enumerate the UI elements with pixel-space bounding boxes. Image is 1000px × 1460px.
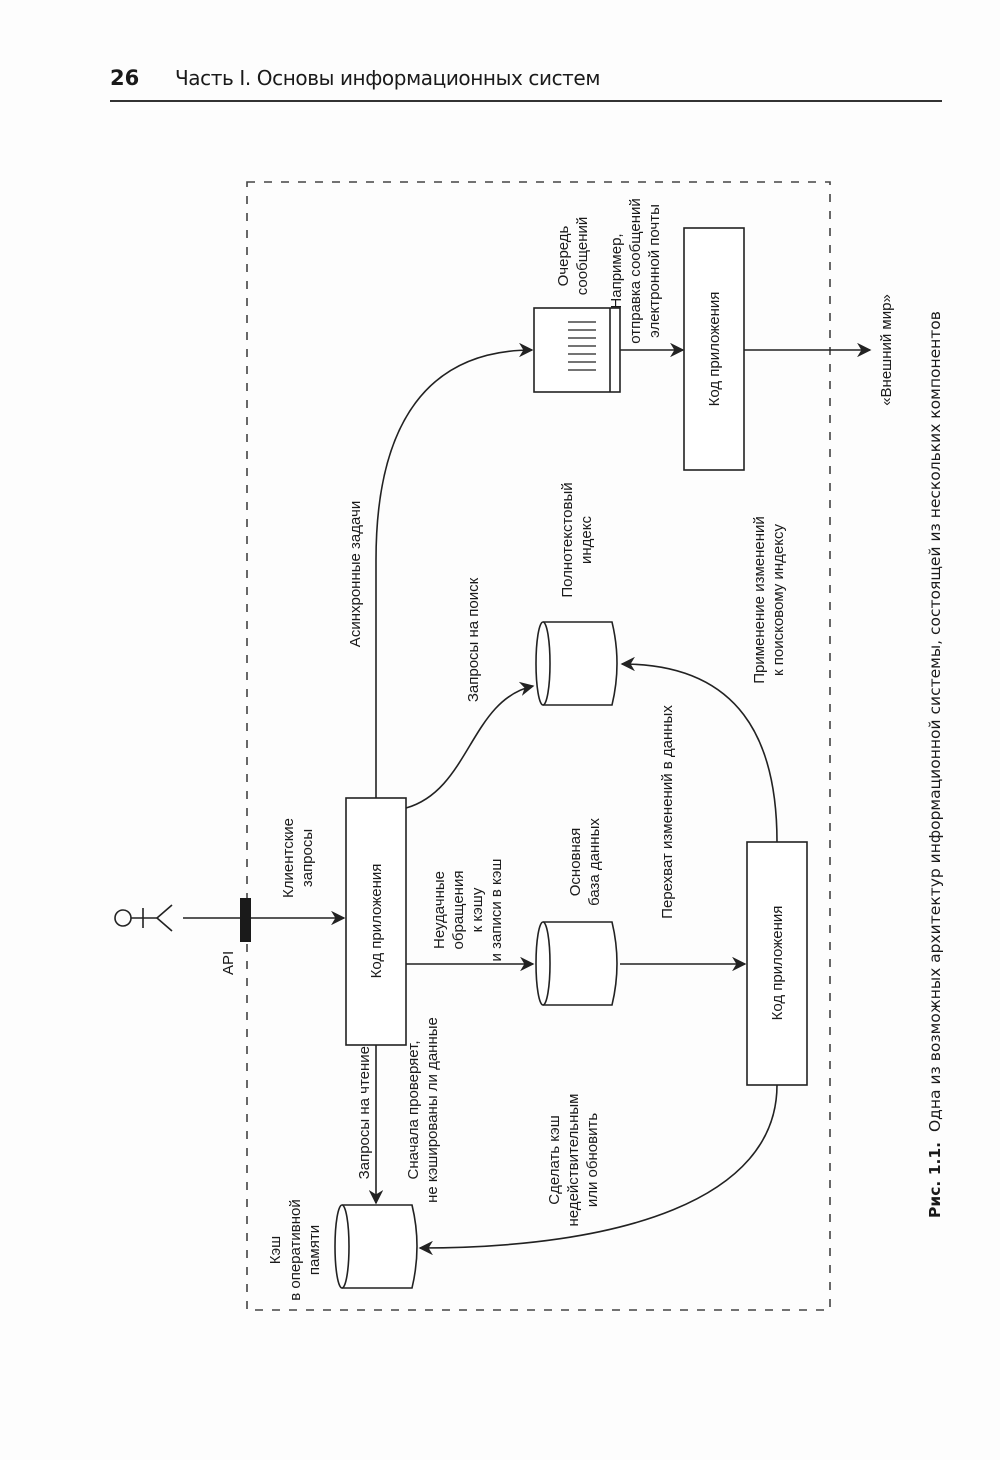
svg-text:памяти: памяти (306, 1225, 323, 1275)
api-gateway (240, 898, 251, 942)
system-boundary (246, 181, 831, 1311)
user-actor-icon (114, 904, 173, 932)
app-main-label: Код приложения (368, 864, 385, 979)
main-db-label: Основная база данных (567, 818, 603, 906)
fulltext-index-label: Полнотекстовый индекс (559, 482, 595, 597)
app-change-label: Код приложения (769, 906, 786, 1021)
svg-text:в оперативной: в оперативной (287, 1199, 304, 1301)
edge-label-capture-changes: Перехват изменений в данных (659, 705, 676, 919)
svg-text:или обновить: или обновить (584, 1113, 601, 1207)
edge-label-read-requests: Запросы на чтение (356, 1046, 373, 1179)
main-db-node[interactable] (535, 921, 618, 1006)
svg-text:Полнотекстовый: Полнотекстовый (559, 482, 576, 597)
app-main-node[interactable]: Код приложения (345, 797, 407, 1046)
cache-label: Кэш в оперативной памяти (267, 1199, 323, 1301)
message-queue-node[interactable] (533, 307, 621, 393)
svg-text:индекс: индекс (578, 516, 595, 564)
header-rule (110, 100, 942, 102)
svg-text:обращения: обращения (450, 871, 467, 950)
svg-text:не кэшированы ли данные: не кэшированы ли данные (424, 1017, 441, 1203)
edge-label-search-requests: Запросы на поиск (465, 577, 482, 702)
cache-node[interactable] (334, 1204, 418, 1289)
edge-search-requests (405, 681, 535, 809)
running-header-title: Часть I. Основы информационных систем (175, 66, 601, 90)
svg-text:база данных: база данных (586, 818, 603, 906)
app-queue-node[interactable]: Код приложения (683, 227, 745, 471)
app-change-node[interactable]: Код приложения (746, 841, 808, 1086)
message-queue-label: Очередь сообщений (555, 217, 591, 296)
svg-text:отправка сообщений: отправка сообщений (627, 198, 644, 344)
svg-text:сообщений: сообщений (574, 217, 591, 296)
svg-text:Клиентские: Клиентские (280, 818, 297, 898)
svg-text:электронной почты: электронной почты (646, 204, 663, 338)
outside-world-label: «Внешний мир» (878, 294, 895, 406)
api-label: API (220, 951, 237, 975)
edge-label-cache-miss: Неудачные обращения к кэшу и записи в кэ… (431, 859, 505, 962)
page-number: 26 (110, 66, 140, 90)
svg-text:и записи в кэш: и записи в кэш (488, 859, 505, 962)
edge-label-async-tasks: Асинхронные задачи (347, 501, 364, 647)
edge-apply-index (620, 656, 778, 843)
edge-invalidate-cache (418, 1084, 778, 1256)
edge-label-client-requests: Клиентские запросы (280, 818, 316, 898)
edge-label-check-cache: Сначала проверяет, не кэшированы ли данн… (405, 1017, 441, 1203)
svg-text:Сделать кэш: Сделать кэш (546, 1115, 563, 1204)
fulltext-index-node[interactable] (535, 621, 618, 706)
svg-text:Неудачные: Неудачные (431, 871, 448, 949)
edge-label-apply-index: Применение изменений к поисковому индекс… (751, 516, 787, 684)
svg-text:недействительным: недействительным (565, 1094, 582, 1227)
svg-text:Кэш: Кэш (267, 1236, 284, 1264)
figure-caption: Рис. 1.1. Одна из возможных архитектур и… (926, 311, 944, 1218)
svg-text:Сначала проверяет,: Сначала проверяет, (405, 1040, 422, 1179)
edge-async-tasks (375, 342, 534, 798)
app-queue-label: Код приложения (706, 292, 723, 407)
svg-text:Применение изменений: Применение изменений (751, 516, 768, 684)
edge-label-invalidate-cache: Сделать кэш недействительным или обновит… (546, 1094, 601, 1227)
svg-text:Основная: Основная (567, 828, 584, 897)
edge-label-email-example: Например, отправка сообщений электронной… (608, 198, 663, 344)
svg-text:к поисковому индексу: к поисковому индексу (770, 524, 787, 676)
svg-text:Например,: Например, (608, 233, 625, 308)
svg-text:запросы: запросы (299, 829, 316, 887)
svg-text:Очередь: Очередь (555, 225, 572, 286)
svg-text:к кэшу: к кэшу (469, 887, 486, 932)
